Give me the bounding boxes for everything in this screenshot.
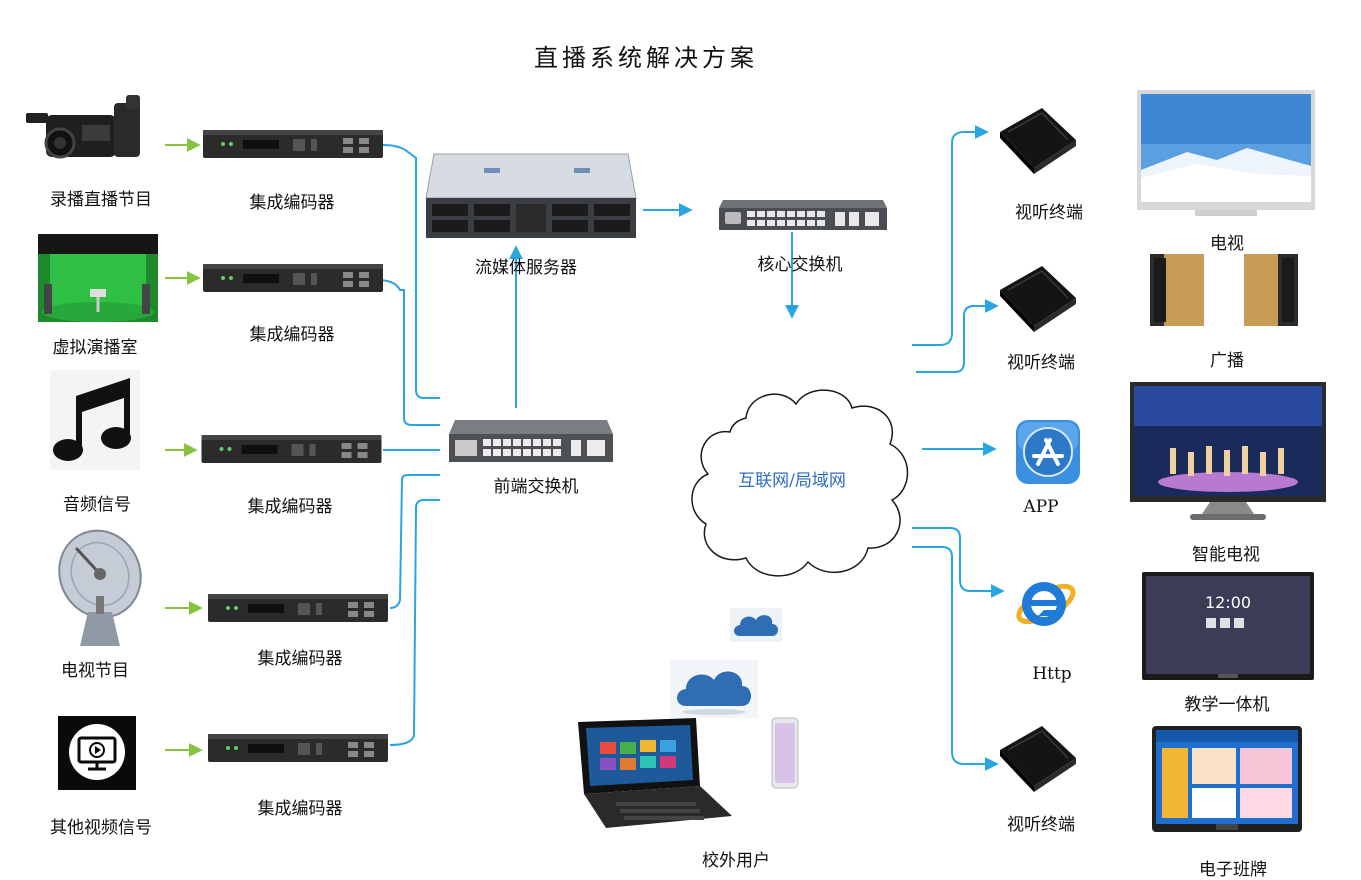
network-label: 互联网/局域网 <box>738 471 846 491</box>
source-label: 电视节目 <box>61 661 129 681</box>
rack-server-icon <box>425 153 637 238</box>
display-label: 电视 <box>1210 234 1244 254</box>
display-label: 教学一体机 <box>1184 695 1270 715</box>
encoder-unit-icon <box>208 594 388 622</box>
diagram-title: 直播系统解决方案 <box>534 44 758 72</box>
set-top-box-icon <box>1000 726 1076 792</box>
terminal-label: 视听终端 <box>1015 203 1083 223</box>
encoder-to-switch-lines <box>377 144 440 746</box>
terminal-label: APP <box>1023 497 1059 517</box>
satellite-dish-icon <box>58 529 142 646</box>
encoder-label: 集成编码器 <box>249 193 335 213</box>
television-icon <box>1137 90 1315 216</box>
encoder-label: 集成编码器 <box>257 649 343 669</box>
cloud-icon <box>670 660 758 718</box>
network-to-terminal-lines <box>912 125 1005 771</box>
source-to-encoder-arrows <box>165 138 203 757</box>
video-monitor-icon <box>58 716 136 790</box>
terminal-label: 视听终端 <box>1007 815 1075 835</box>
terminal-label: Http <box>1032 664 1072 684</box>
set-top-box-icon <box>1000 266 1076 332</box>
cloud-icon <box>730 608 782 642</box>
encoder-unit-icon <box>201 435 382 463</box>
internet-explorer-icon <box>1016 582 1076 626</box>
network-switch-icon <box>449 420 613 462</box>
music-note-icon <box>50 370 140 470</box>
camcorder-icon <box>26 95 140 159</box>
display-label: 智能电视 <box>1192 545 1260 565</box>
source-label: 虚拟演播室 <box>52 338 138 358</box>
tablet-phone-icon <box>578 717 799 828</box>
e-class-board-icon <box>1152 726 1302 832</box>
encoder-unit-icon <box>203 130 383 158</box>
set-top-box-icon <box>1000 108 1076 174</box>
front-switch-label: 前端交换机 <box>493 477 579 497</box>
interactive-panel-icon: 12:00 <box>1142 572 1314 680</box>
source-label: 音频信号 <box>63 495 131 515</box>
app-store-icon <box>1016 420 1080 484</box>
display-label: 电子班牌 <box>1199 860 1267 880</box>
cloud-icon <box>691 389 909 577</box>
panel-clock-text: 12:00 <box>1205 593 1251 612</box>
terminal-label: 视听终端 <box>1007 353 1075 373</box>
encoder-label: 集成编码器 <box>247 497 333 517</box>
source-label: 其他视频信号 <box>50 818 152 838</box>
encoder-label: 集成编码器 <box>257 799 343 819</box>
encoder-unit-icon <box>208 734 388 762</box>
core-switch-label: 核心交换机 <box>757 255 843 275</box>
offsite-label: 校外用户 <box>702 851 770 871</box>
encoder-unit-icon <box>203 264 383 292</box>
network-switch-icon <box>719 200 887 230</box>
source-label: 录播直播节目 <box>50 190 152 210</box>
smart-tv-icon <box>1130 382 1326 520</box>
display-label: 广播 <box>1210 351 1244 371</box>
backbone-lines <box>509 203 799 408</box>
green-screen-studio-icon <box>38 234 158 322</box>
speakers-icon <box>1150 254 1298 326</box>
encoder-label: 集成编码器 <box>249 325 335 345</box>
server-label: 流媒体服务器 <box>475 258 577 278</box>
